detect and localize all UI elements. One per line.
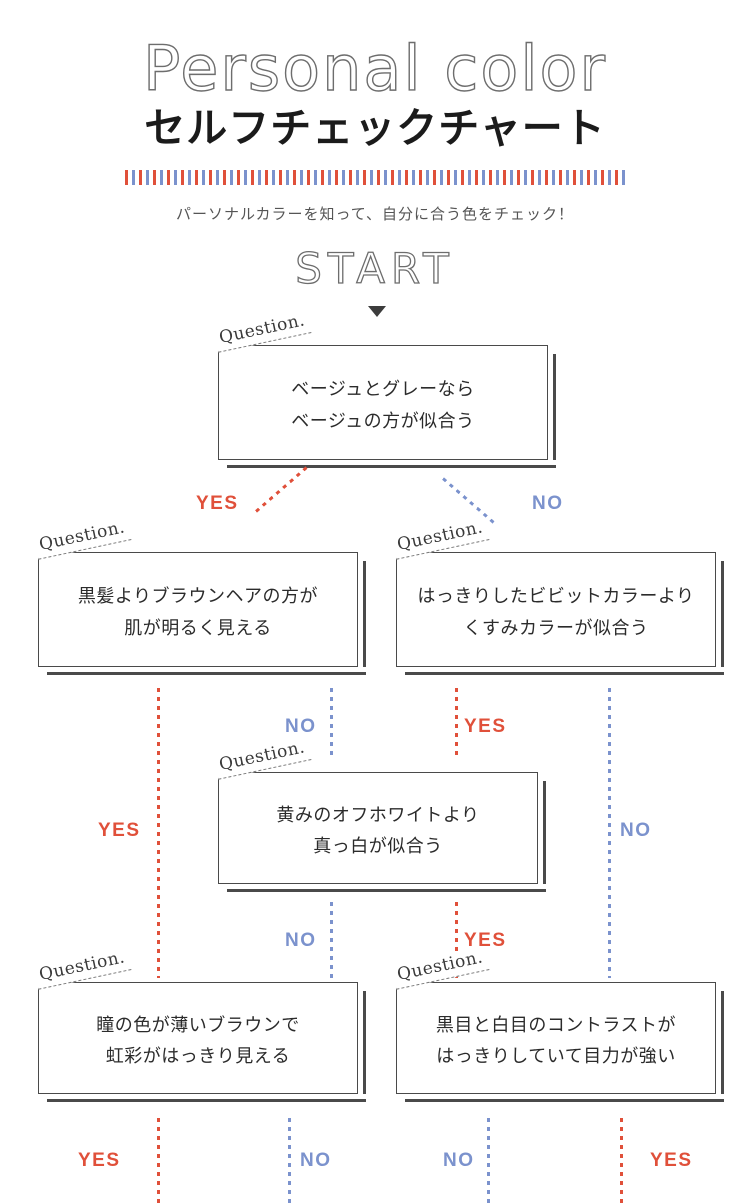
answer-label-q1-no: NO [532,493,564,514]
page-subtitle: セルフチェックチャート [144,104,606,152]
connector-q6-no [487,1118,490,1203]
answer-label-q4-yes: YES [464,930,507,951]
question-line-1: ベージュとグレーなら [291,379,475,400]
tick-divider-icon [125,170,625,185]
question-text-q1: ベージュとグレーなら ベージュの方が似合う [218,345,548,460]
connector-q5-no [288,1118,291,1203]
question-text-q5: 瞳の色が薄いブラウンで 虹彩がはっきり見える [38,982,358,1094]
box-shadow-bottom [405,672,724,675]
answer-label-q4-no: NO [285,930,317,951]
question-line-2: 虹彩がはっきり見える [105,1046,291,1067]
question-line-2: ベージュの方が似合う [291,410,475,432]
answer-label-q5-no: NO [300,1150,332,1171]
question-line-1: 黒髪よりブラウンヘアの方が [77,586,319,607]
question-box-q3: はっきりしたビビットカラーより くすみカラーが似合う Question. [391,516,724,675]
connector-q4-yes [455,902,458,978]
box-shadow-right [721,561,724,667]
question-box-q1: ベージュとグレーなら ベージュの方が似合う Question. [213,309,556,468]
connector-q3-yes [455,688,458,758]
answer-label-q5-yes: YES [78,1150,121,1171]
question-line-2: 真っ白が似合う [313,836,443,857]
question-text-q3: はっきりしたビビットカラーより くすみカラーが似合う [396,552,716,667]
question-box-q2: 黒髪よりブラウンヘアの方が 肌が明るく見える Question. [33,516,366,675]
box-shadow-right [363,991,366,1094]
connector-q1-no [442,477,496,525]
answer-label-q3-yes: YES [464,716,507,737]
connector-q2-no [330,688,333,758]
tagline: パーソナルカラーを知って、自分に合う色をチェック！ [175,205,575,223]
question-text-q6: 黒目と白目のコントラストが はっきりしていて目力が強い [396,982,716,1094]
question-frame [218,772,538,884]
connector-q4-no [330,902,333,978]
box-shadow-right [721,991,724,1094]
question-line-1: 黒目と白目のコントラストが [435,1014,677,1036]
question-box-q4: 黄みのオフホワイトより 真っ白が似合う Question. [213,736,546,892]
question-frame [218,345,548,460]
start-label: START [295,244,455,293]
triangle-down-icon [368,306,386,317]
answer-label-q1-yes: YES [196,493,239,514]
connector-q3-no [608,688,611,978]
connector-q6-yes [620,1118,623,1203]
question-text-q2: 黒髪よりブラウンヘアの方が 肌が明るく見える [38,552,358,667]
question-text-q4: 黄みのオフホワイトより 真っ白が似合う [218,772,538,884]
question-frame [38,982,358,1094]
box-shadow-bottom [227,465,556,468]
question-frame [396,552,716,667]
answer-label-q2-yes: YES [98,820,141,841]
answer-label-q6-no: NO [443,1150,475,1171]
question-frame [38,552,358,667]
question-line-2: くすみカラーが似合う [463,617,649,639]
answer-label-q6-yes: YES [650,1150,693,1171]
answer-label-q2-no: NO [285,716,317,737]
question-box-q6: 黒目と白目のコントラストが はっきりしていて目力が強い Question. [391,946,724,1102]
box-shadow-bottom [47,1099,366,1102]
question-frame [396,982,716,1094]
question-line-1: はっきりしたビビットカラーより [417,586,695,607]
connector-q1-yes [255,465,309,513]
connector-q5-yes [157,1118,160,1203]
question-box-q5: 瞳の色が薄いブラウンで 虹彩がはっきり見える Question. [33,946,366,1102]
box-shadow-right [543,781,546,884]
box-shadow-bottom [227,889,546,892]
box-shadow-right [363,561,366,667]
question-line-1: 瞳の色が薄いブラウンで [96,1014,300,1036]
page-title-outline: Personal color [142,32,607,105]
question-line-2: 肌が明るく見える [124,617,272,639]
box-shadow-bottom [47,672,366,675]
connector-q2-yes [157,688,160,978]
box-shadow-right [553,354,556,460]
answer-label-q3-no: NO [620,820,652,841]
box-shadow-bottom [405,1099,724,1102]
question-line-2: はっきりしていて目力が強い [436,1046,676,1067]
question-line-1: 黄みのオフホワイトより [276,804,480,826]
